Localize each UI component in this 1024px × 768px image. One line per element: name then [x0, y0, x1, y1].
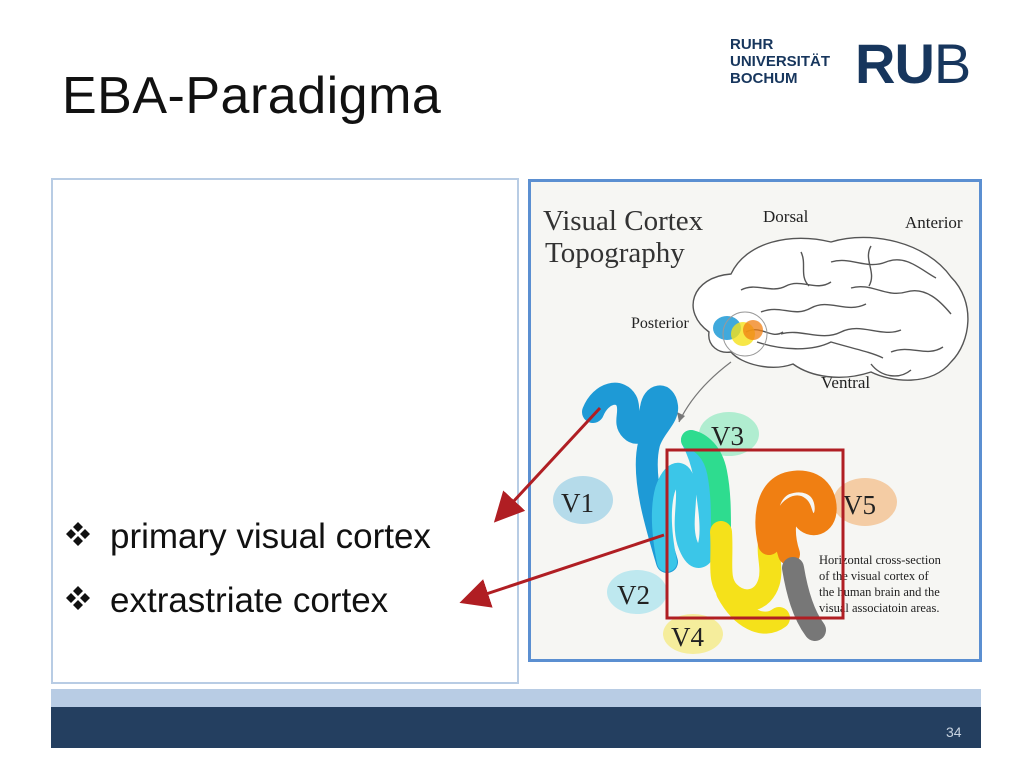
figure-title-line-1: Visual Cortex — [543, 205, 704, 237]
visual-cortex-diagram: Visual Cortex Topography Dorsal Anterior… — [543, 205, 969, 654]
four-diamond-bullet-icon — [64, 514, 110, 560]
footer-band-light — [51, 689, 981, 707]
v5-glow — [833, 478, 897, 526]
bullet-item-primary: primary visual cortex — [64, 514, 431, 578]
footer-band-dark — [51, 707, 981, 748]
slide-title: EBA-Paradigma — [62, 67, 442, 125]
label-v4: V4 — [671, 622, 704, 652]
label-anterior: Anterior — [905, 213, 963, 232]
visual-cortex-figure: Visual Cortex Topography Dorsal Anterior… — [528, 179, 982, 662]
bullet-text-primary: primary visual cortex — [110, 517, 431, 556]
section-pointer-line — [678, 361, 732, 423]
figure-caption: Horizontal cross-section of the visual c… — [819, 553, 942, 615]
text-panel — [51, 178, 519, 684]
logo-line-2: UNIVERSITÄT — [730, 53, 831, 70]
logo-line-3: BOCHUM — [730, 70, 798, 87]
label-posterior: Posterior — [631, 315, 689, 332]
logo-line-1: RUHR — [730, 36, 774, 53]
bullet-item-extrastriate: extrastriate cortex — [64, 578, 431, 642]
area-v2 — [651, 430, 720, 572]
label-v3: V3 — [711, 421, 744, 451]
page-number: 34 — [946, 724, 962, 740]
caption-line-1: Horizontal cross-section — [819, 553, 942, 567]
logo-mark-bold: RU — [855, 32, 935, 95]
bullet-list: primary visual cortex extrastriate corte… — [64, 514, 431, 642]
extrastriate-highlight-box — [665, 448, 845, 620]
label-v5: V5 — [843, 490, 876, 520]
label-v2: V2 — [617, 580, 650, 610]
logo-wordmark: RUHR UNIVERSITÄT BOCHUM — [730, 36, 830, 87]
section-pointer-head — [677, 412, 685, 422]
caption-line-4: visual associatoin areas. — [819, 601, 939, 615]
figure-title-line-2: Topography — [545, 237, 685, 269]
label-v1: V1 — [561, 488, 594, 518]
area-v3 — [681, 430, 731, 542]
area-it — [782, 557, 826, 641]
area-v1 — [582, 382, 679, 573]
caption-line-3: the human brain and the — [819, 585, 940, 599]
label-dorsal: Dorsal — [763, 207, 809, 226]
bullet-text-extrastriate: extrastriate cortex — [110, 581, 389, 620]
four-diamond-bullet-icon — [64, 578, 110, 624]
v4-glow — [663, 614, 723, 654]
logo-mark: RUB — [855, 36, 971, 92]
brain-outline — [692, 236, 969, 381]
university-logo: RUHR UNIVERSITÄT BOCHUM RUB — [730, 36, 990, 96]
area-v5 — [755, 470, 837, 565]
caption-line-2: of the visual cortex of — [819, 569, 930, 583]
posterior-highlight — [713, 311, 768, 357]
logo-mark-light: B — [933, 32, 971, 95]
